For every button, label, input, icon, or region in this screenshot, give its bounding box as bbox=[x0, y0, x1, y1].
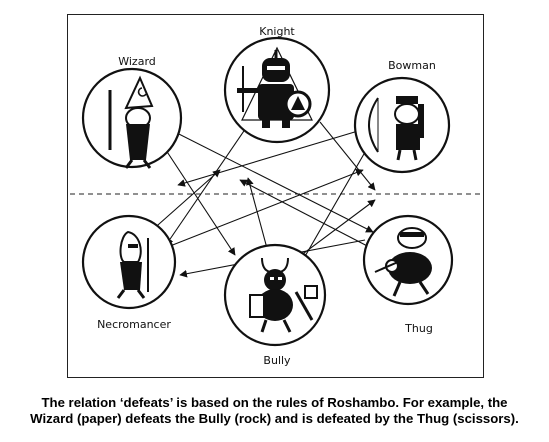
necromancer-label: Necromancer bbox=[97, 318, 171, 331]
caption-line-2: Wizard (paper) defeats the Bully (rock) … bbox=[30, 411, 519, 426]
necromancer-node: Necromancer bbox=[81, 214, 177, 331]
arrow-bully-to-bowman bbox=[291, 199, 376, 263]
necromancer-icon bbox=[116, 230, 149, 299]
bowman-label: Bowman bbox=[388, 59, 436, 72]
knight-icon bbox=[237, 46, 313, 128]
bully-node: Bully bbox=[223, 243, 327, 367]
bowman-node: Bowman bbox=[353, 59, 451, 174]
arrow-bowman-to-bully bbox=[299, 139, 373, 266]
bully-icon bbox=[249, 257, 318, 333]
wizard-node: Wizard bbox=[81, 55, 183, 169]
knight-label: Knight bbox=[259, 25, 295, 38]
knight-node: Knight bbox=[223, 25, 331, 144]
wizard-label: Wizard bbox=[118, 55, 156, 68]
bully-label: Bully bbox=[263, 354, 291, 367]
arrow-wizard-to-bully bbox=[157, 137, 236, 256]
arrow-necromancer-to-bowman bbox=[164, 168, 364, 249]
caption-line-1: The relation ‘defeats’ is based on the r… bbox=[41, 395, 508, 410]
diagram-frame bbox=[67, 14, 484, 378]
arrow-wizard-to-thug bbox=[164, 126, 374, 233]
thug-icon bbox=[374, 227, 432, 297]
wizard-icon bbox=[108, 75, 154, 169]
arrow-bowman-to-wizard bbox=[177, 127, 369, 187]
arrow-thug-to-knight bbox=[239, 179, 376, 251]
thug-label: Thug bbox=[404, 322, 433, 335]
thug-node: Thug bbox=[362, 214, 454, 335]
arrow-necromancer-to-wizard bbox=[149, 169, 221, 233]
arrow-bully-to-knight bbox=[246, 177, 269, 253]
bowman-icon bbox=[368, 96, 424, 161]
figure-caption: The relation ‘defeats’ is based on the r… bbox=[0, 395, 549, 427]
arrow-knight-to-necromancer bbox=[165, 124, 249, 246]
arrow-knight-to-thug bbox=[319, 121, 376, 191]
